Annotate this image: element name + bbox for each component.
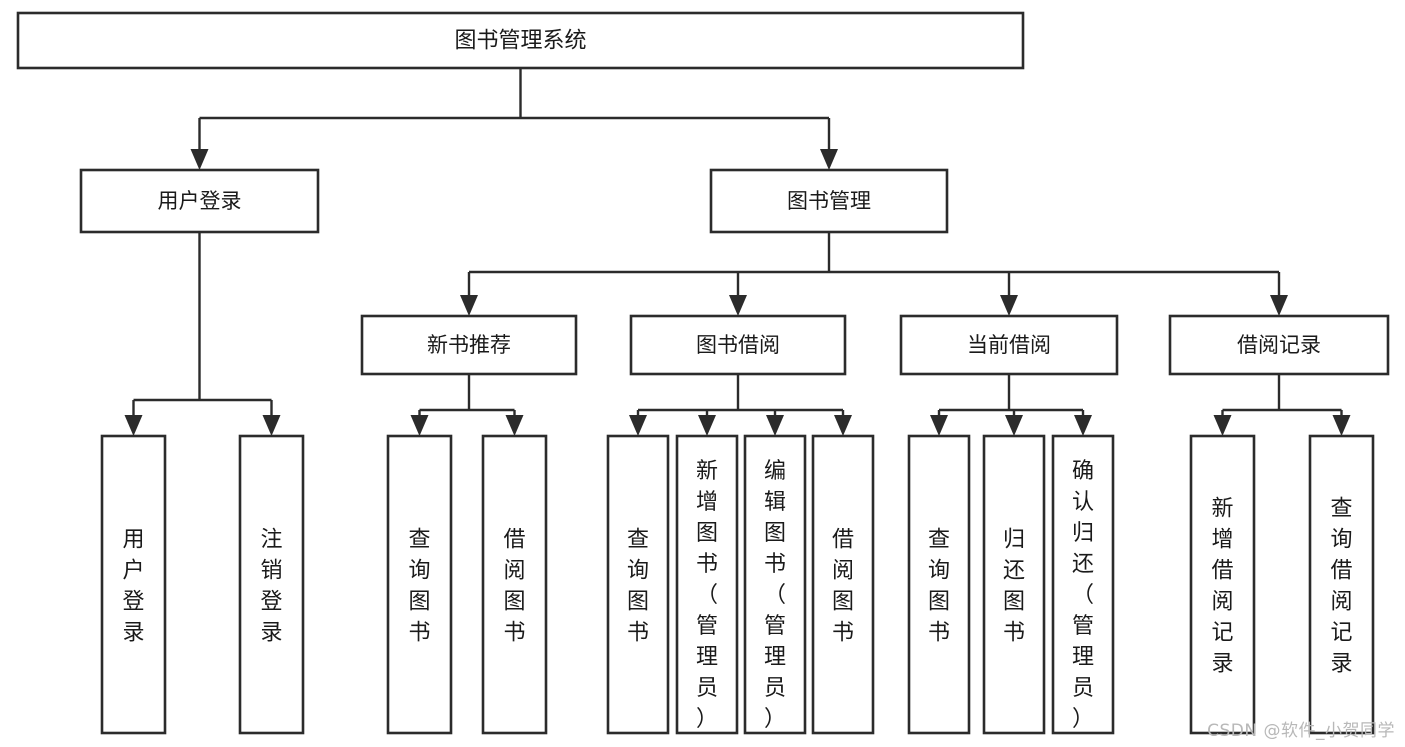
node-book-borrow[interactable]: 图书借阅 bbox=[629, 314, 847, 376]
arrow-head-icon bbox=[460, 295, 478, 316]
node-book-borrow-label: 图书借阅 bbox=[696, 333, 780, 357]
arrow-head-icon bbox=[1005, 415, 1023, 436]
leaf-query-book-1[interactable]: 查询图书 bbox=[386, 434, 453, 735]
node-book-manage-label: 图书管理 bbox=[787, 189, 871, 213]
arrow-head-icon bbox=[930, 415, 948, 436]
node-user-login-label: 用户登录 bbox=[158, 189, 242, 213]
node-root[interactable]: 图书管理系统 bbox=[16, 11, 1025, 70]
leaf-add-book[interactable]: 新增图书（管理员） bbox=[675, 434, 739, 735]
leaf-return-book-label: 归还图书 bbox=[1003, 528, 1025, 646]
leaf-add-record-label: 新增借阅记录 bbox=[1211, 497, 1233, 677]
leaf-confirm-return[interactable]: 确认归还（管理员） bbox=[1051, 434, 1115, 735]
leaf-borrow-book-1[interactable]: 借阅图书 bbox=[481, 434, 548, 735]
arrow-head-icon bbox=[410, 415, 429, 436]
arrow-head-icon bbox=[1270, 295, 1288, 316]
leaf-add-record[interactable]: 新增借阅记录 bbox=[1189, 434, 1256, 735]
arrow-head-icon bbox=[1213, 415, 1232, 436]
arrow-head-icon bbox=[766, 415, 784, 436]
connector-layer bbox=[124, 68, 1351, 436]
node-borrow-record[interactable]: 借阅记录 bbox=[1168, 314, 1390, 376]
leaf-edit-book[interactable]: 编辑图书（管理员） bbox=[743, 434, 807, 735]
arrow-head-icon bbox=[262, 415, 281, 436]
arrow-head-icon bbox=[834, 415, 852, 436]
node-layer: 图书管理系统用户登录图书管理新书推荐图书借阅当前借阅借阅记录用户登录注销登录查询… bbox=[16, 11, 1390, 735]
leaf-confirm-return-label: 确认归还（管理员） bbox=[1072, 459, 1094, 732]
arrow-head-icon bbox=[124, 415, 143, 436]
node-borrow-record-label: 借阅记录 bbox=[1237, 333, 1321, 357]
arrow-head-icon bbox=[1332, 415, 1351, 436]
arrow-head-icon bbox=[1000, 295, 1018, 316]
leaf-query-book-3-label: 查询图书 bbox=[928, 528, 950, 646]
arrow-head-icon bbox=[1074, 415, 1092, 436]
node-new-book-recommend-label: 新书推荐 bbox=[427, 333, 511, 357]
node-current-borrow[interactable]: 当前借阅 bbox=[899, 314, 1119, 376]
leaf-borrow-book-2[interactable]: 借阅图书 bbox=[811, 434, 875, 735]
arrow-head-icon bbox=[698, 415, 716, 436]
node-book-manage[interactable]: 图书管理 bbox=[709, 168, 949, 234]
arrow-head-icon bbox=[190, 149, 209, 170]
node-new-book-recommend[interactable]: 新书推荐 bbox=[360, 314, 578, 376]
leaf-borrow-book-2-label: 借阅图书 bbox=[832, 528, 854, 646]
leaf-edit-book-label: 编辑图书（管理员） bbox=[764, 459, 786, 732]
node-root-label: 图书管理系统 bbox=[454, 29, 586, 54]
leaf-logout-label: 注销登录 bbox=[260, 528, 282, 646]
leaf-return-book[interactable]: 归还图书 bbox=[982, 434, 1046, 735]
leaf-query-book-2-label: 查询图书 bbox=[627, 528, 649, 646]
leaf-user-login-label: 用户登录 bbox=[122, 528, 144, 646]
node-user-login[interactable]: 用户登录 bbox=[79, 168, 320, 234]
arrow-head-icon bbox=[629, 415, 647, 436]
arrow-head-icon bbox=[729, 295, 747, 316]
leaf-query-book-3[interactable]: 查询图书 bbox=[907, 434, 971, 735]
node-current-borrow-label: 当前借阅 bbox=[967, 333, 1051, 357]
leaf-query-record-label: 查询借阅记录 bbox=[1330, 497, 1352, 677]
leaf-query-book-1-label: 查询图书 bbox=[408, 528, 430, 646]
leaf-user-login[interactable]: 用户登录 bbox=[100, 434, 167, 735]
leaf-borrow-book-1-label: 借阅图书 bbox=[503, 528, 525, 646]
leaf-query-record[interactable]: 查询借阅记录 bbox=[1308, 434, 1375, 735]
leaf-query-book-2[interactable]: 查询图书 bbox=[606, 434, 670, 735]
arrow-head-icon bbox=[505, 415, 524, 436]
leaf-logout[interactable]: 注销登录 bbox=[238, 434, 305, 735]
arrow-head-icon bbox=[820, 149, 838, 170]
leaf-add-book-label: 新增图书（管理员） bbox=[696, 459, 718, 732]
